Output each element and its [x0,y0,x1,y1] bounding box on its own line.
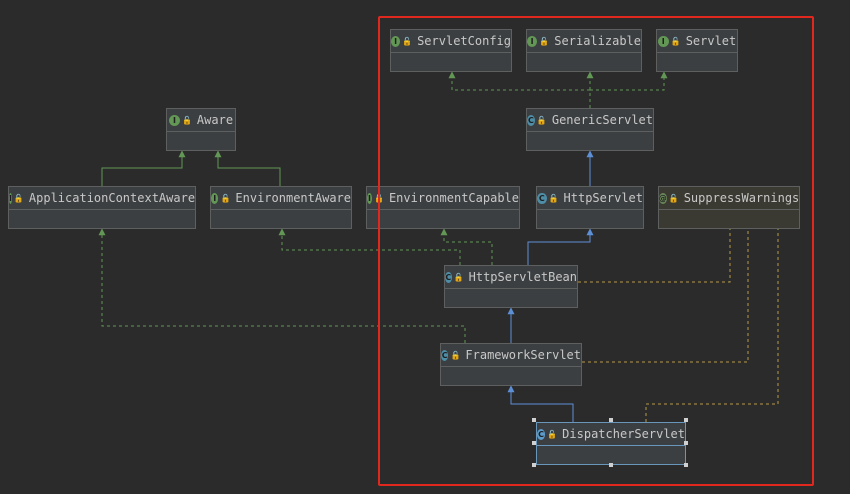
lock-icon: 🔓 [402,36,413,46]
node-label: HttpServletBean [468,270,577,284]
lock-icon: 🔓 [548,193,559,203]
node-header: I🔓 Servlet [657,30,737,53]
selection-handle[interactable] [609,463,613,467]
edge-DispatcherServlet-to-SuppressWarnings [645,229,779,422]
abstract-class-icon: C [445,271,452,283]
selection-handle[interactable] [684,441,688,445]
node-label: HttpServlet [563,191,643,205]
selection-handle[interactable] [609,418,613,422]
selection-handle[interactable] [532,418,536,422]
node-EnvironmentAware[interactable]: I🔓 EnvironmentAware [210,186,352,229]
class-icon: C [537,428,546,440]
selection-handle[interactable] [532,463,536,467]
abstract-class-icon: C [527,114,535,126]
node-EnvironmentCapable[interactable]: I🔓 EnvironmentCapable [366,186,520,229]
node-label: Aware [196,113,234,127]
lock-icon: 🔓 [539,36,550,46]
node-header: C🔓 FrameworkServlet [441,344,581,367]
selection-handle[interactable] [532,441,536,445]
node-header: C🔓 HttpServlet [537,187,643,210]
node-label: FrameworkServlet [465,348,581,362]
selection-handle[interactable] [684,418,688,422]
node-Aware[interactable]: I🔓 Aware [166,108,236,151]
edge-FrameworkServlet-to-ApplicationContextAware [98,228,466,343]
node-DispatcherServlet[interactable]: C🔓 DispatcherServlet [536,422,686,465]
lock-icon: 🔓 [13,193,24,203]
abstract-class-icon: C [537,192,547,204]
lock-icon: 🔓 [668,193,679,203]
interface-icon: I [168,114,180,126]
node-label: EnvironmentAware [235,191,351,205]
node-header: I🔓 Serializable [527,30,641,53]
abstract-class-icon: C [441,349,449,361]
node-label: SuppressWarnings [683,191,800,205]
node-GenericServlet[interactable]: C🔓 GenericServlet [526,108,654,151]
node-header: C🔓 HttpServletBean [445,266,577,289]
node-label: DispatcherServlet [562,427,685,441]
lock-icon: 🔓 [547,429,558,439]
lock-icon: 🔓 [453,272,464,282]
node-header: I🔓 EnvironmentAware [211,187,351,210]
edge-ApplicationContextAware-to-Aware [101,150,186,186]
edge-HttpServletBean-to-HttpServlet [527,228,594,265]
interface-icon: I [211,192,219,204]
lock-icon: 🔓 [220,193,231,203]
node-ApplicationContextAware[interactable]: I🔓 ApplicationContextAware [8,186,196,229]
node-HttpServlet[interactable]: C🔓 HttpServlet [536,186,644,229]
highlight-frame [378,16,814,486]
edge-FrameworkServlet-to-SuppressWarnings [582,229,749,363]
node-label: ApplicationContextAware [28,191,196,205]
annotation-icon: @ [658,192,667,204]
node-header: @🔓 SuppressWarnings [658,187,800,210]
edge-GenericServlet-to-Servlet [589,71,668,108]
lock-icon: 🔓 [536,115,547,125]
node-label: ServletConfig [417,34,511,48]
node-header: C🔓 DispatcherServlet [537,423,685,446]
edge-HttpServletBean-to-EnvironmentAware [278,228,461,265]
node-label: Serializable [554,34,641,48]
node-header: I🔓 ServletConfig [391,30,511,53]
interface-icon: I [391,35,401,47]
edge-EnvironmentAware-to-Aware [214,150,281,186]
node-HttpServletBean[interactable]: C🔓 HttpServletBean [444,265,578,308]
interface-icon: I [657,35,669,47]
lock-icon: 🔓 [670,36,681,46]
lock-icon: 🔓 [450,350,461,360]
node-header: I🔓 ApplicationContextAware [8,187,196,210]
node-ServletConfig[interactable]: I🔓 ServletConfig [390,29,512,72]
interface-icon: I [367,192,372,204]
edge-DispatcherServlet-to-FrameworkServlet [507,385,574,422]
node-Serializable[interactable]: I🔓 Serializable [526,29,642,72]
node-label: GenericServlet [551,113,653,127]
lock-icon: 🔓 [181,115,192,125]
node-header: C🔓 GenericServlet [527,109,653,132]
node-Servlet[interactable]: I🔓 Servlet [656,29,738,72]
node-header: I🔓 Aware [167,109,235,132]
node-label: EnvironmentCapable [388,191,519,205]
node-SuppressWarnings[interactable]: @🔓 SuppressWarnings [658,186,800,229]
node-FrameworkServlet[interactable]: C🔓 FrameworkServlet [440,343,582,386]
selection-handle[interactable] [684,463,688,467]
edge-HttpServletBean-to-SuppressWarnings [578,229,731,283]
node-label: Servlet [685,34,737,48]
interface-icon: I [527,35,538,47]
interface-icon: I [8,192,12,204]
